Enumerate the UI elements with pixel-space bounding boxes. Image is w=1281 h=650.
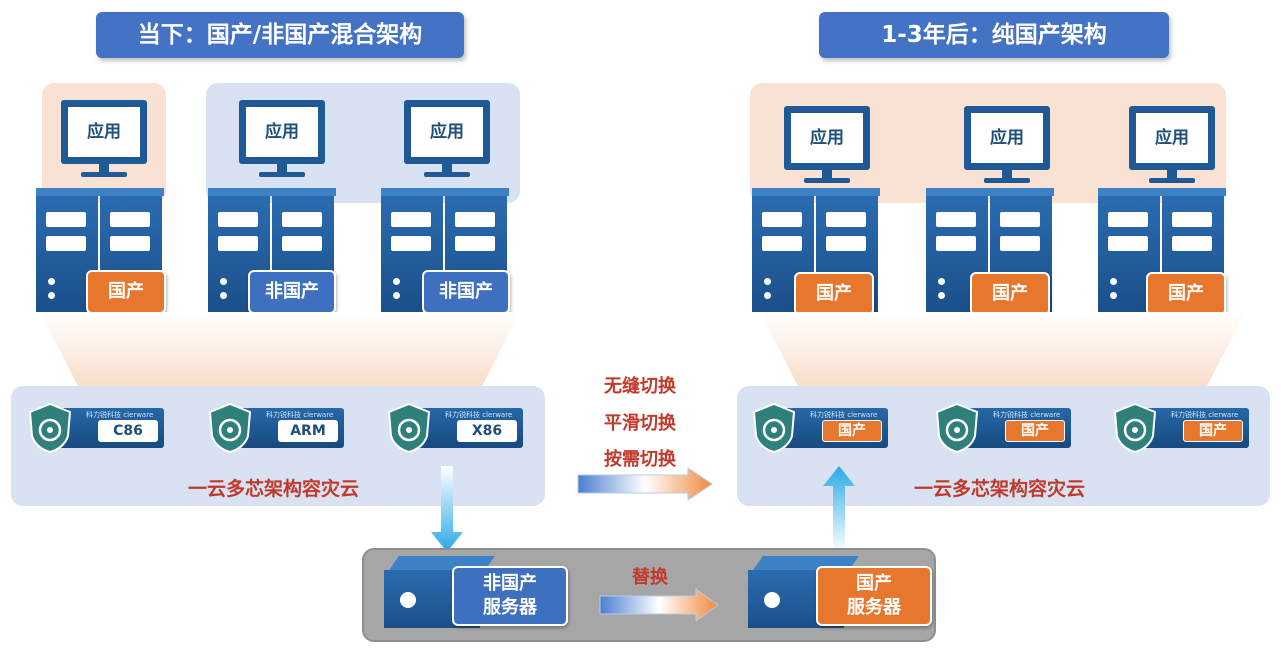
app-monitor: 应用 [784,106,870,188]
disaster-recovery-device: 科力锐科技 clerware C86 [28,402,168,454]
new-server-label: 国产 服务器 [816,566,932,626]
old-server-line: 服务器 [483,597,537,618]
switch-line: 平滑切换 [604,413,676,434]
replace-arrow-icon [599,588,719,622]
server-unit: 非国产 服务器 [384,556,574,634]
server-rack [926,188,1066,312]
right-cloud-label: 一云多芯架构容灾云 [914,478,1086,500]
app-label: 应用 [68,107,140,157]
app-monitor: 应用 [61,100,147,182]
shield-icon [387,402,431,454]
disaster-recovery-device: 科力锐科技 clerware 国产 [752,402,892,454]
server-tag: 非国产 [248,270,336,314]
device-chip: 国产 [822,420,882,442]
left-glow [40,312,520,390]
device-chip: X86 [457,420,517,442]
shield-icon [752,402,796,454]
device-brand: 科力锐科技 clerware [266,411,334,419]
device-brand: 科力锐科技 clerware [993,411,1061,419]
app-monitor: 应用 [964,106,1050,188]
app-label: 应用 [791,113,863,163]
down-arrow-icon [431,466,463,552]
device-brand: 科力锐科技 clerware [86,411,154,419]
right-arrow-icon [577,467,713,501]
device-chip: C86 [98,420,158,442]
old-server-line: 非国产 [483,573,537,594]
right-glow [760,312,1245,390]
device-brand: 科力锐科技 clerware [445,411,513,419]
app-label: 应用 [971,113,1043,163]
device-chip: 国产 [1183,420,1243,442]
shield-icon [935,402,979,454]
app-monitor: 应用 [1129,106,1215,188]
device-brand: 科力锐科技 clerware [1171,411,1239,419]
new-server-line: 国产 [856,573,892,594]
disaster-recovery-device: 科力锐科技 clerware 国产 [935,402,1075,454]
disaster-recovery-device: 科力锐科技 clerware X86 [387,402,527,454]
disaster-recovery-device: 科力锐科技 clerware ARM [208,402,348,454]
switch-line: 无缝切换 [604,376,676,397]
shield-icon [28,402,72,454]
app-label: 应用 [1136,113,1208,163]
app-monitor: 应用 [404,100,490,182]
server-tag: 非国产 [422,270,510,314]
right-title: 1-3年后：纯国产架构 [819,12,1169,58]
device-brand: 科力锐科技 clerware [810,411,878,419]
up-arrow-icon [823,466,855,552]
server-tag: 国产 [794,272,874,316]
replace-label: 替换 [632,567,668,588]
device-chip: ARM [278,420,338,442]
switch-line: 按需切换 [604,449,676,470]
shield-icon [1113,402,1157,454]
app-label: 应用 [411,107,483,157]
left-cloud-label: 一云多芯架构容灾云 [188,478,360,500]
server-unit: 国产 服务器 [748,556,938,634]
app-label: 应用 [246,107,318,157]
server-tag: 国产 [1146,272,1226,316]
disaster-recovery-device: 科力锐科技 clerware 国产 [1113,402,1253,454]
shield-icon [208,402,252,454]
app-monitor: 应用 [239,100,325,182]
left-title: 当下：国产/非国产混合架构 [96,12,464,58]
server-tag: 国产 [86,270,166,314]
server-tag: 国产 [970,272,1050,316]
device-chip: 国产 [1005,420,1065,442]
old-server-label: 非国产 服务器 [452,566,568,626]
new-server-line: 服务器 [847,597,901,618]
